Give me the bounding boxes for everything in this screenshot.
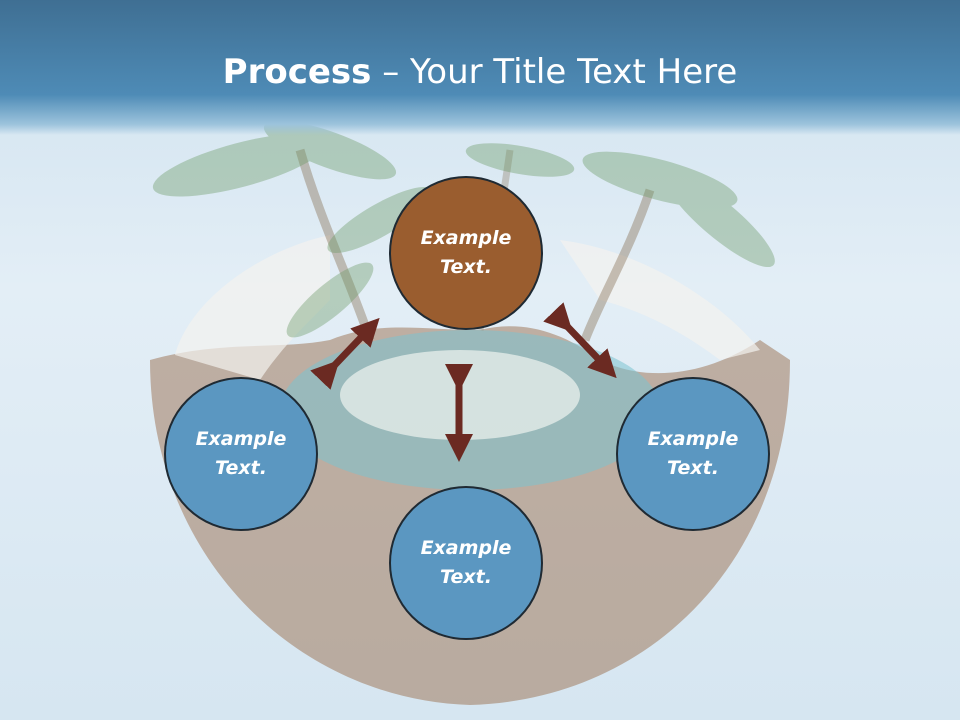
title-text: Your Title Text Here xyxy=(410,52,738,92)
arrow-top-right xyxy=(543,302,617,379)
process-node-bottom[interactable]: Example Text. xyxy=(389,486,543,640)
arrow-top-left xyxy=(310,317,380,390)
node-label: Example Text. xyxy=(647,428,739,479)
node-label: Example Text. xyxy=(195,428,287,479)
process-node-top[interactable]: Example Text. xyxy=(389,176,543,330)
title-bar xyxy=(0,0,960,135)
title-bold: Process xyxy=(222,52,372,92)
title-separator: – xyxy=(371,52,411,92)
process-node-left[interactable]: Example Text. xyxy=(164,377,318,531)
node-label: Example Text. xyxy=(420,537,512,588)
node-label: Example Text. xyxy=(420,227,512,278)
process-node-right[interactable]: Example Text. xyxy=(616,377,770,531)
slide-title: Process – Your Title Text Here xyxy=(0,52,960,92)
